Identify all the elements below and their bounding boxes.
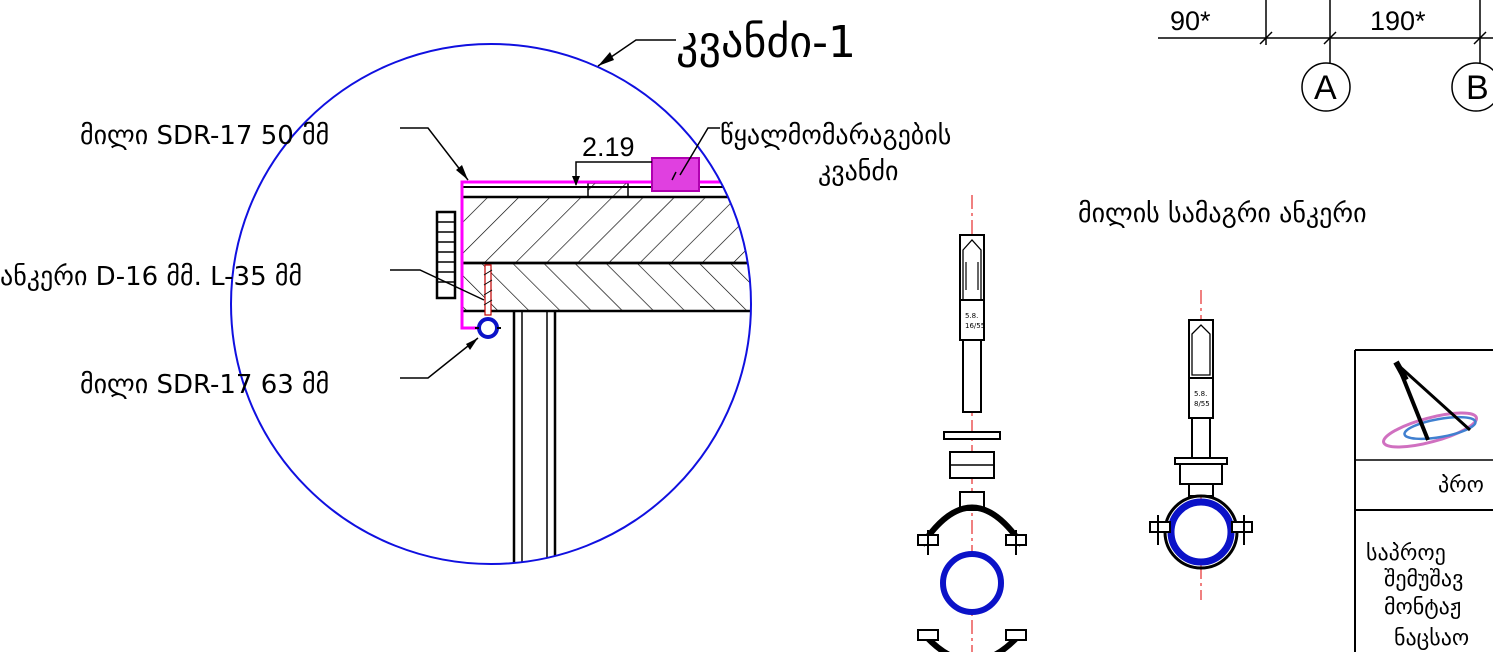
pipe-top-callout: მილი SDR-17 50 მმ	[80, 121, 469, 181]
detail-view	[230, 43, 752, 565]
pipe-route	[460, 180, 720, 330]
title-block-line4: ნაცსაო	[1394, 626, 1469, 651]
anchor-callout: ანკერი D-16 მმ. L-35 მმ	[0, 262, 485, 301]
anchor-tag-2a: 5.8.	[1194, 390, 1207, 398]
water-node-label-line1: წყალმომარაგების	[720, 121, 951, 151]
anchor-assembly-2: 5.8. 8/55	[1149, 290, 1253, 600]
compass-logo	[1382, 360, 1478, 449]
pipe-63-section	[475, 317, 501, 339]
title-block-line1: საპროე	[1366, 541, 1446, 566]
anchor-tag-2b: 8/55	[1194, 400, 1210, 408]
column	[512, 311, 557, 564]
pipe-top-label: მილი SDR-17 50 მმ	[80, 121, 329, 151]
axis-b-bubble	[1451, 62, 1493, 112]
pipe-ring-2	[1167, 498, 1235, 566]
detail-circle	[230, 43, 752, 565]
axes-area: 90* 190* A B	[1158, 0, 1493, 112]
pipe-ring-1	[940, 551, 1004, 615]
water-node-callout: წყალმომარაგების კვანძი	[679, 121, 951, 187]
title-block-row1: პრო	[1438, 473, 1484, 498]
slab-lower	[460, 261, 751, 313]
anchor-rod	[483, 264, 493, 316]
axis-a-label: A	[1314, 69, 1337, 107]
anchor-tag-1b: 16/55	[965, 322, 985, 330]
sleeve-block	[587, 182, 629, 198]
axis-a-bubble	[1301, 62, 1351, 112]
bracket-plate	[435, 210, 457, 300]
water-node-label-line2: კვანძი	[818, 157, 898, 187]
detail-title-group: კვანძი-1	[597, 17, 856, 68]
dim-left: 90*	[1170, 6, 1211, 36]
axis-b-label: B	[1466, 69, 1489, 107]
slab-upper	[460, 195, 751, 265]
anchor-section-title: მილის სამაგრი ანკერი	[1078, 199, 1367, 229]
dim-right: 190*	[1370, 6, 1426, 36]
detail-title: კვანძი-1	[676, 17, 856, 68]
dimension-2-19: 2.19	[572, 132, 652, 186]
title-block-line2: შემუშავ	[1384, 567, 1463, 592]
pipe-bottom-callout: მილი SDR-17 63 მმ	[80, 337, 479, 400]
bracket-bolts	[437, 221, 455, 283]
title-block: პრო საპროე შემუშავ მონტაჟ ნაცსაო	[1354, 349, 1493, 652]
anchor-assembly-1: 5.8. 16/55	[917, 195, 1027, 652]
anchor-label: ანკერი D-16 მმ. L-35 მმ	[0, 262, 302, 292]
dimension-value: 2.19	[582, 132, 635, 162]
pipe-bottom-label: მილი SDR-17 63 მმ	[80, 370, 329, 400]
title-block-line3: მონტაჟ	[1384, 595, 1461, 620]
anchor-tag-1a: 5.8.	[965, 312, 978, 320]
